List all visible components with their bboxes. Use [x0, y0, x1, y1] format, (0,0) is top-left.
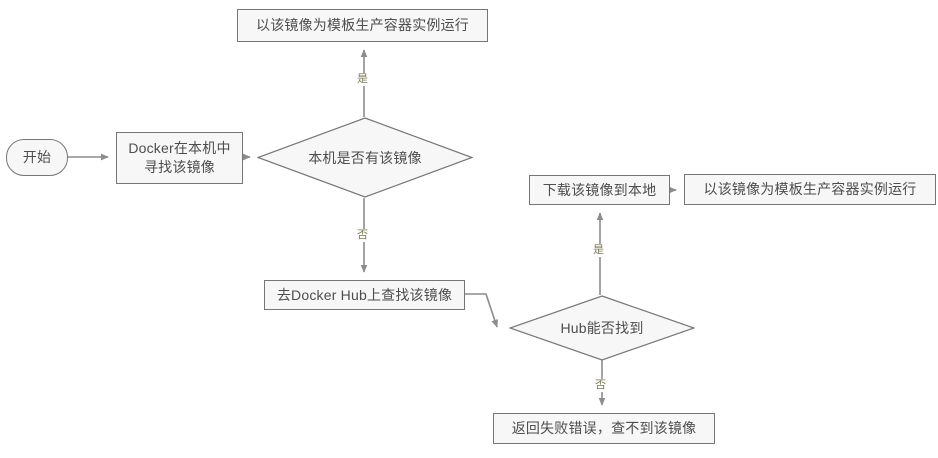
node-search-local[interactable]: Docker在本机中 寻找该镜像 — [116, 132, 243, 184]
node-search-local-label: Docker在本机中 寻找该镜像 — [128, 140, 231, 175]
node-has-local[interactable]: 本机是否有该镜像 — [257, 117, 473, 198]
edge-search-hub-to-hub-found — [465, 293, 498, 328]
edge-label-has-local-yes: 是 — [356, 73, 369, 86]
edge-label-hub-found-yes: 是 — [592, 244, 605, 257]
node-search-hub-label: 去Docker Hub上查找该镜像 — [276, 286, 453, 303]
node-has-local-label: 本机是否有该镜像 — [308, 149, 422, 166]
node-search-hub[interactable]: 去Docker Hub上查找该镜像 — [264, 280, 465, 310]
diamond-shape — [258, 118, 472, 197]
node-run-local[interactable]: 以该镜像为模板生产容器实例运行 — [237, 9, 488, 42]
edge-label-has-local-no: 否 — [356, 229, 369, 242]
node-download-label: 下载该镜像到本地 — [542, 181, 657, 198]
node-start[interactable]: 开始 — [6, 139, 68, 176]
node-start-label: 开始 — [22, 149, 52, 165]
node-run-pulled[interactable]: 以该镜像为模板生产容器实例运行 — [684, 174, 936, 205]
node-download[interactable]: 下载该镜像到本地 — [529, 175, 670, 205]
diamond-shape — [510, 296, 694, 360]
node-hub-found-label: Hub能否找到 — [560, 320, 644, 336]
node-fail[interactable]: 返回失败错误，查不到该镜像 — [493, 413, 715, 444]
node-hub-found[interactable]: Hub能否找到 — [509, 295, 695, 361]
node-fail-label: 返回失败错误，查不到该镜像 — [511, 420, 697, 436]
edge-label-hub-found-no: 否 — [594, 379, 607, 392]
node-run-pulled-label: 以该镜像为模板生产容器实例运行 — [703, 181, 917, 197]
node-run-local-label: 以该镜像为模板生产容器实例运行 — [256, 17, 469, 33]
